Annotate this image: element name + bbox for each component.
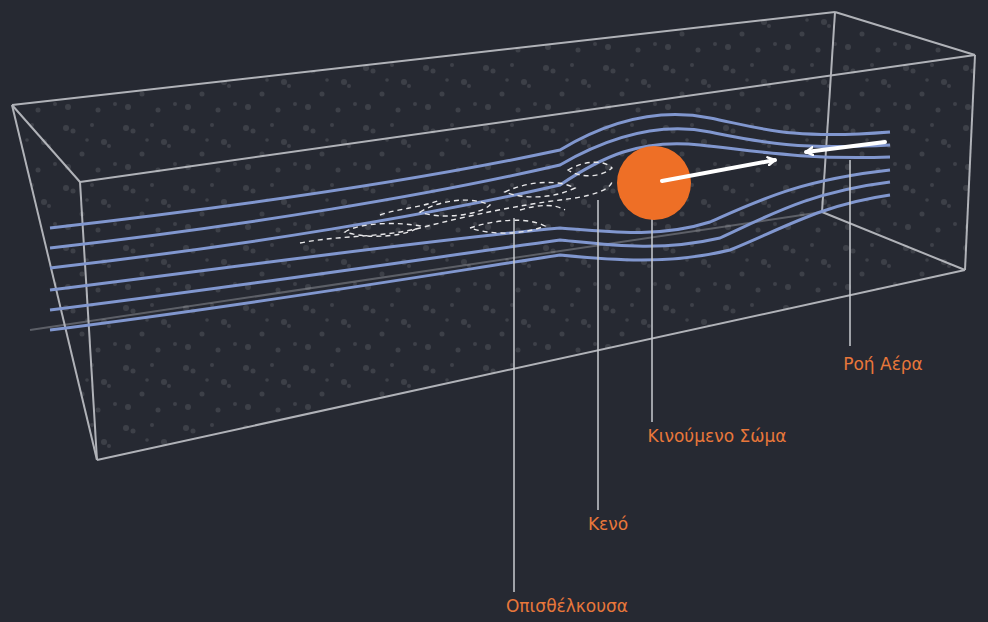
vacuum-label: Κενό [588, 514, 628, 534]
leader-lines [514, 160, 850, 592]
moving-body [617, 146, 691, 220]
airflow-label: Ροή Αέρα [843, 354, 923, 374]
drag-label: Οπισθέλκουσα [506, 596, 628, 616]
wind-tunnel-box [12, 12, 975, 460]
body-label: Κινούμενο Σώμα [648, 426, 787, 446]
motion-arrow [662, 160, 775, 181]
airflow-arrow [806, 142, 885, 152]
particle-texture [12, 12, 975, 460]
drag-wake [300, 162, 612, 243]
airflow-streamlines [50, 115, 890, 330]
